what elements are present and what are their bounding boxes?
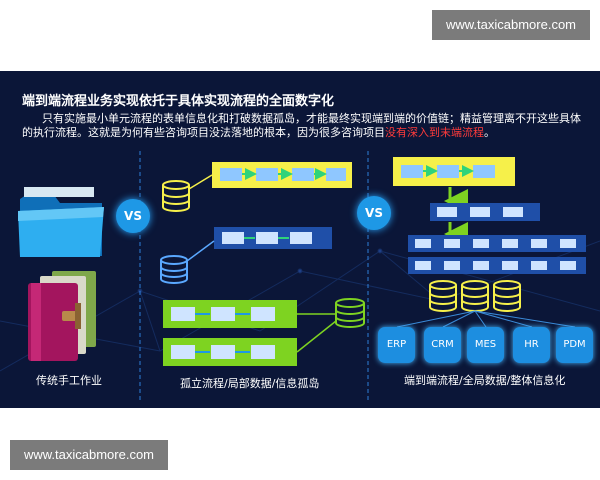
silo-top-flow (212, 162, 352, 188)
silo-green-flow-2 (163, 338, 297, 366)
e2e-flow-4 (408, 257, 586, 274)
watermark-top: www.taxicabmore.com (432, 10, 590, 40)
system-crm: CRM (424, 327, 461, 363)
folder-icon (18, 187, 104, 257)
description-text: 只有实施最小单元流程的表单信息化和打破数据孤岛，才能最终实现端到端的价值链；精益… (22, 112, 582, 140)
diagram-canvas (18, 157, 586, 366)
silo-green-flow-1 (163, 300, 297, 328)
system-mes: MES (467, 327, 504, 363)
e2e-flow-3 (408, 235, 586, 252)
page-title: 端到端流程业务实现依托于具体实现流程的全面数字化 (22, 94, 335, 109)
system-connectors (396, 310, 576, 328)
silo-database-2 (160, 255, 188, 284)
silo-middle-flow (214, 227, 332, 249)
description-highlight: 没有深入到末端流程 (385, 126, 484, 139)
description-end: 。 (484, 126, 495, 139)
silo-database-1 (162, 180, 190, 212)
description-main: 只有实施最小单元流程的表单信息化和打破数据孤岛，才能最终实现端到端的价值链；精益… (22, 112, 581, 139)
section-label-silo: 孤立流程/局部数据/信息孤岛 (180, 377, 320, 390)
e2e-top-flow (393, 157, 515, 186)
system-hr: HR (513, 327, 550, 363)
watermark-bottom: www.taxicabmore.com (10, 440, 168, 470)
system-pdm: PDM (556, 327, 593, 363)
binders-icon (28, 271, 96, 361)
e2e-flow-2 (430, 203, 540, 221)
section-label-e2e: 端到端流程/全局数据/整体信息化 (404, 374, 566, 387)
vs-badge-left: VS (116, 199, 150, 233)
vs-badge-right: VS (357, 196, 391, 230)
section-label-manual: 传统手工作业 (36, 374, 102, 387)
infographic-panel: 端到端流程业务实现依托于具体实现流程的全面数字化 只有实施最小单元流程的表单信息… (0, 71, 600, 408)
e2e-database-cluster (429, 280, 521, 312)
system-erp: ERP (378, 327, 415, 363)
silo-database-3 (335, 298, 365, 328)
